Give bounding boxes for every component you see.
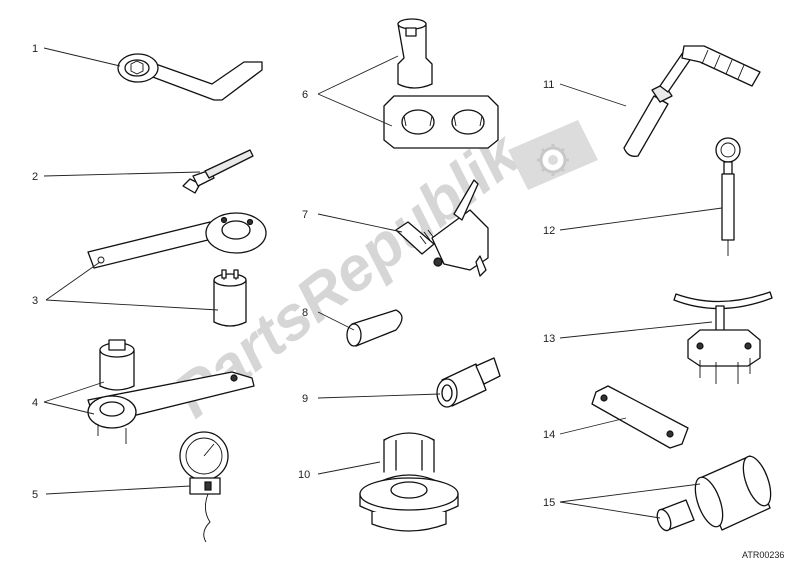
part-15-sleeves — [656, 455, 772, 532]
callout-6: 6 — [302, 89, 308, 101]
callout-5: 5 — [32, 489, 38, 501]
part-4-flywheel-holder — [87, 339, 255, 444]
part-5-gauge — [179, 431, 229, 543]
callout-2: 2 — [32, 171, 38, 183]
part-6-socket-clamp — [383, 18, 499, 149]
callout-15: 15 — [543, 497, 555, 509]
callout-4: 4 — [32, 397, 38, 409]
part-1-bent-wrench — [117, 53, 263, 101]
part-12-dial-indicator — [715, 137, 741, 256]
callout-11: 11 — [543, 79, 554, 91]
part-7-spring-tool — [395, 179, 489, 277]
callout-1: 1 — [32, 43, 38, 55]
callout-3: 3 — [32, 295, 38, 307]
callout-13: 13 — [543, 333, 555, 345]
callout-7: 7 — [302, 209, 308, 221]
leader-lines — [43, 47, 723, 519]
part-14-bracket — [591, 385, 689, 449]
part-3-spanner-socket — [87, 212, 267, 327]
part-9-adapter — [436, 357, 501, 408]
callout-labels: 1 2 3 4 5 6 7 8 9 10 11 12 13 14 15 — [32, 43, 555, 509]
watermark-logo-icon — [508, 120, 598, 190]
callout-12: 12 — [543, 225, 555, 237]
drawing-code: ATR00236 — [742, 550, 784, 560]
part-2-pin-tool — [182, 149, 254, 194]
part-10-dome-holder — [359, 432, 459, 532]
part-8-cone — [346, 309, 403, 347]
part-11-handle — [623, 45, 761, 157]
callout-8: 8 — [302, 307, 308, 319]
callout-9: 9 — [302, 393, 308, 405]
part-13-puller — [673, 291, 773, 384]
callout-14: 14 — [543, 429, 555, 441]
callout-10: 10 — [298, 469, 310, 481]
